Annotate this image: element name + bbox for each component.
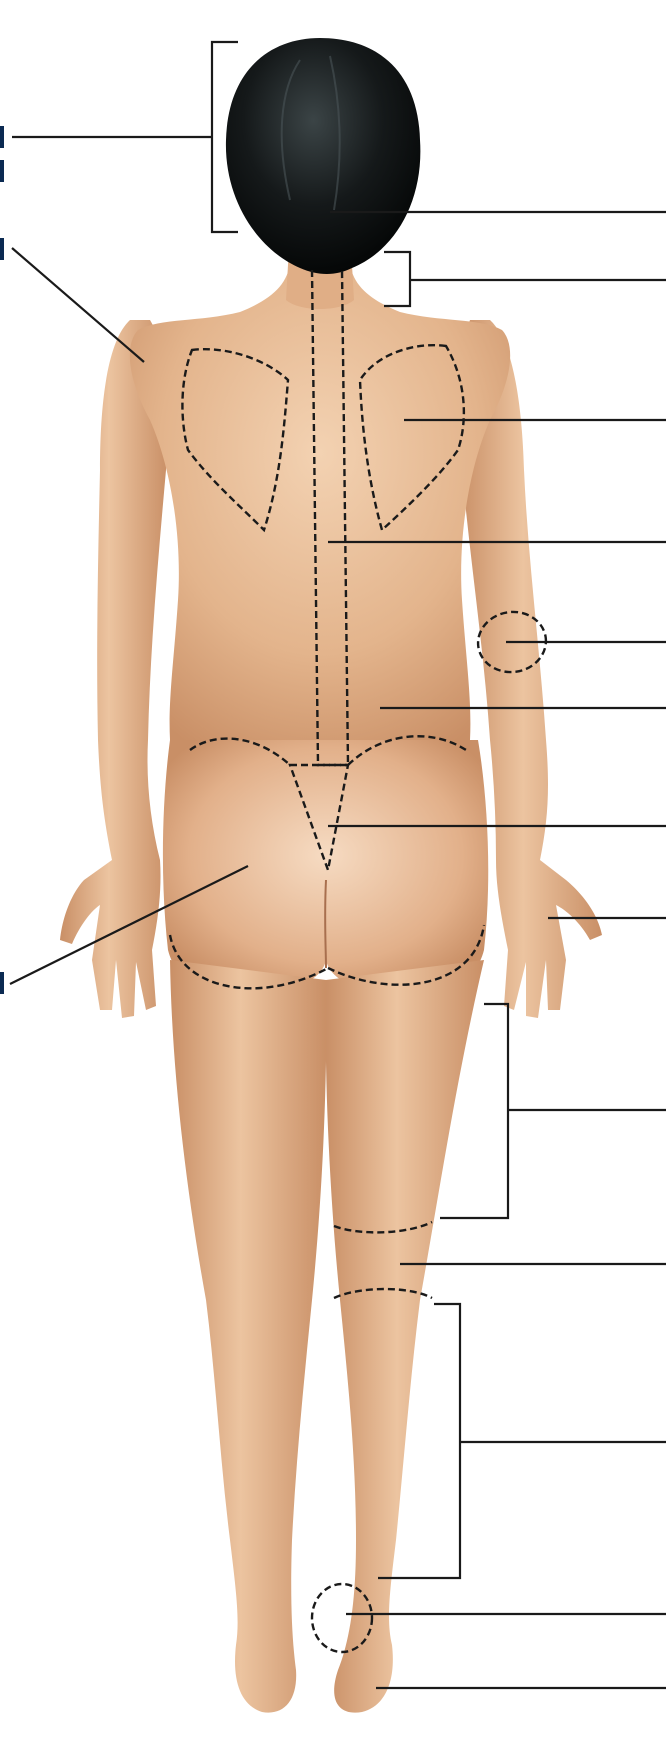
olecranal-outline [476,610,548,674]
leader-cephalic-bracket [12,40,238,234]
leader-cervical-bracket [384,250,666,308]
label-stub-acromial [0,238,4,260]
hair-highlight [280,55,341,211]
gluteal-upper-right [347,735,467,766]
vertebral-outline [310,269,350,767]
cropped-label-stubs [0,126,4,994]
label-stub-cephalic [0,126,4,148]
label-stub-cephalic-2 [0,160,4,182]
leader-acromial [11,247,145,363]
leader-femoral-bracket [440,1002,666,1220]
body-figure [60,38,602,1713]
leader-gluteal [9,865,249,985]
buttocks [162,740,489,997]
right-arm [458,320,602,1018]
sacral-outline [288,763,350,875]
gluteal-lower-right [327,924,486,986]
calcaneal-outline [310,1582,374,1654]
leader-sural-bracket [378,1302,666,1580]
region-outlines [168,269,548,1654]
torso [129,262,511,740]
label-stub-gluteal [0,972,4,994]
gluteal-cleft [324,879,327,969]
hair [225,38,421,274]
scapular-outline-right [358,344,466,533]
leader-lines [9,40,666,1690]
scapular-outline-left [181,348,290,533]
sural-outline [333,1287,433,1300]
popliteal-outline [333,1220,433,1234]
gluteal-lower-left [168,934,329,990]
gluteal-upper-left [189,737,291,766]
right-leg [325,960,484,1713]
left-arm [60,320,169,1018]
left-leg [170,960,327,1713]
